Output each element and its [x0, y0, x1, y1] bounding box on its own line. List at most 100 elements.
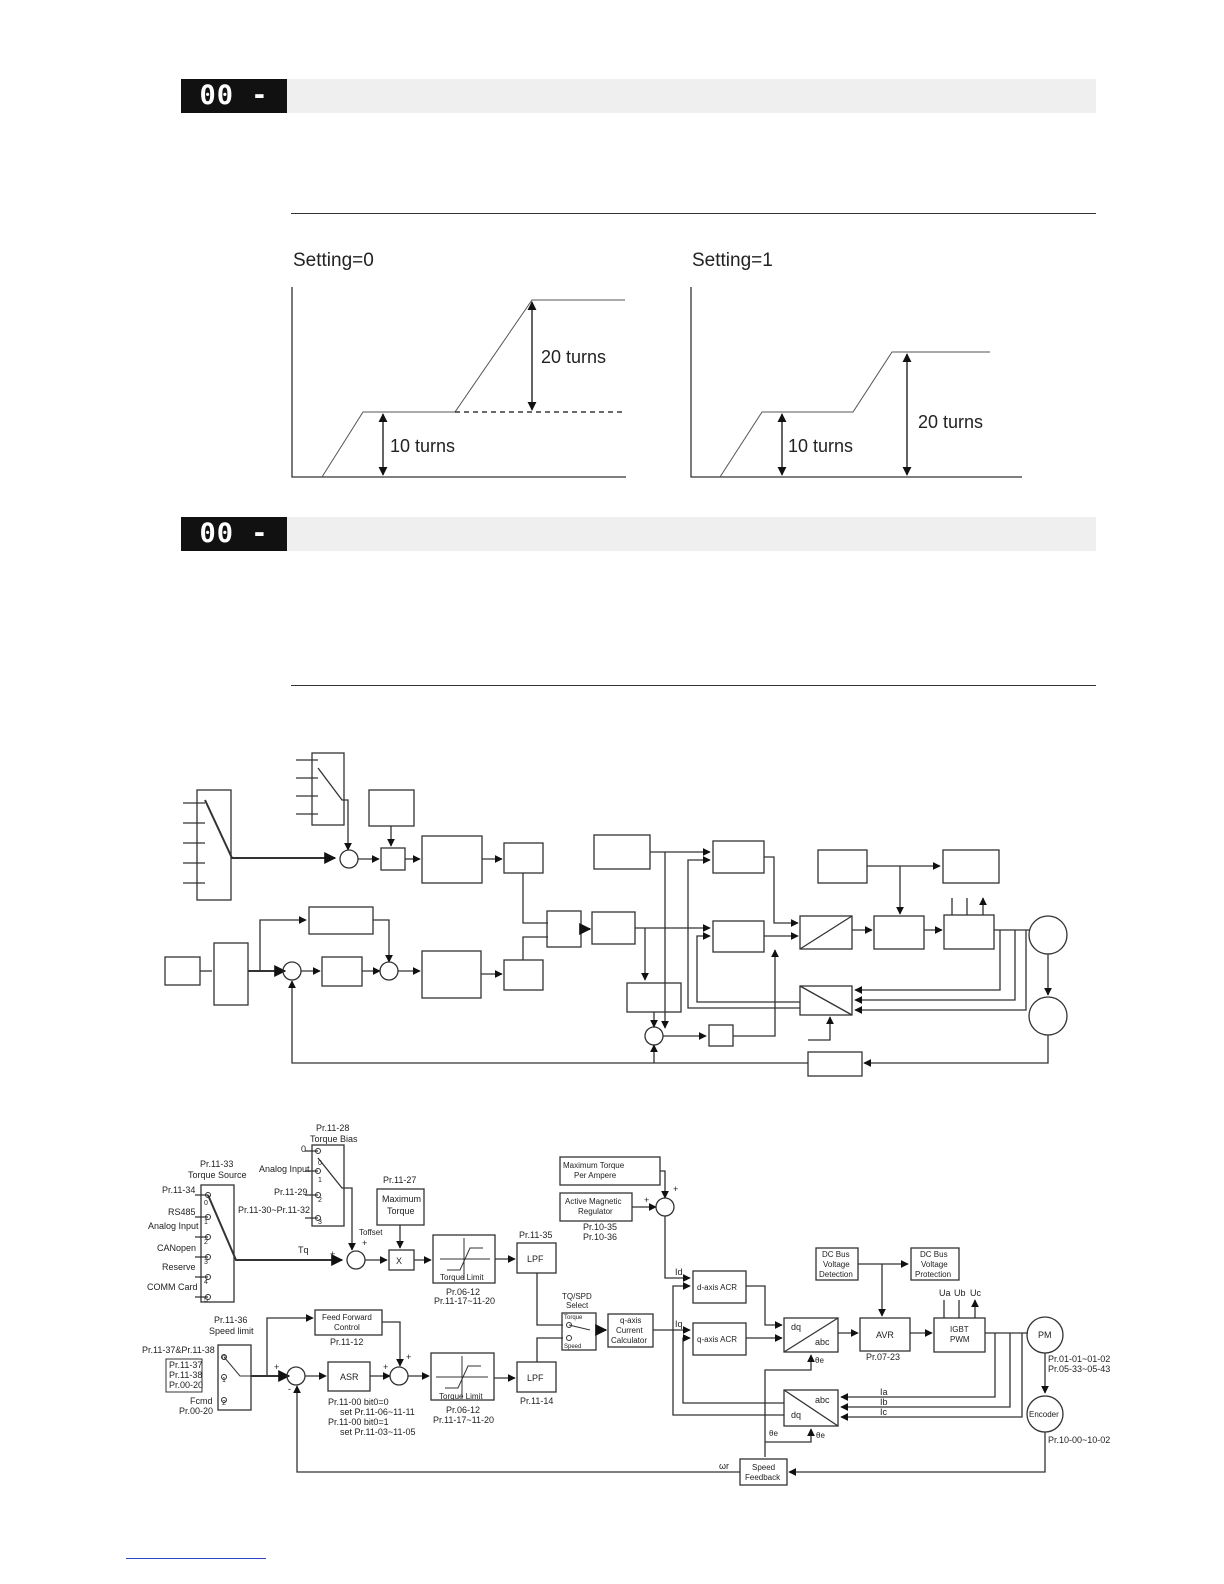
- control-diagram-labeled: Pr.11-28 Torque Bias 0 Analog Input Pr.1…: [142, 1123, 1110, 1486]
- label-d-acr: d-axis ACR: [697, 1283, 737, 1292]
- label-torque-limit-2: Torque Limit: [439, 1392, 483, 1401]
- label-plus: +: [406, 1352, 411, 1362]
- pos-label: 2: [204, 1239, 208, 1246]
- label-dc-protection: Protection: [915, 1270, 951, 1279]
- label-plus: +: [362, 1238, 367, 1248]
- label-asr-note: Pr.11-00 bit0=0: [328, 1397, 389, 1407]
- label-dc-detection: Voltage: [823, 1260, 850, 1269]
- switch-contacts: [205, 1148, 591, 1403]
- label-pr-06-12b: Pr.06-12: [446, 1405, 480, 1415]
- label-pr-11-17-20: Pr.11-17~11-20: [434, 1296, 495, 1306]
- speed-limit-box: [165, 1358, 203, 1393]
- label-torque-small: Torque: [564, 1315, 583, 1321]
- label-lpf-2: LPF: [527, 1373, 544, 1383]
- label-pr-00-20: Pr.00-20: [169, 1380, 203, 1390]
- label-analog-input: Analog Input: [259, 1164, 310, 1174]
- label-pr-10-35: Pr.10-35: [583, 1222, 617, 1232]
- label-theta-e: θe: [815, 1356, 824, 1365]
- param-code-00-12: 00 - 12: [181, 79, 287, 145]
- label-comm-card: COMM Card: [147, 1282, 198, 1292]
- pos-label: 1: [222, 1377, 226, 1384]
- pos-label: 2: [318, 1197, 322, 1204]
- pos-label: 5: [204, 1297, 208, 1304]
- label-q-calc: q-axis: [620, 1316, 641, 1325]
- label-speed-limit: Speed limit: [209, 1326, 254, 1336]
- label-id: Id: [675, 1267, 683, 1277]
- label-torque-bias-pr: Pr.11-28: [316, 1123, 349, 1133]
- graph-setting-1: 10 turns 20 turns: [690, 287, 1022, 478]
- label-plus: +: [383, 1362, 388, 1372]
- divider: [291, 213, 1096, 214]
- label-torque-bias: Torque Bias: [310, 1134, 358, 1144]
- label-dc-detection: DC Bus: [822, 1250, 850, 1259]
- turns-label: 20 turns: [541, 347, 606, 367]
- graph-setting-0: 10 turns 20 turns: [291, 287, 626, 478]
- label-ua: Ua: [939, 1288, 951, 1298]
- divider: [291, 685, 1096, 686]
- label-pm: PM: [1038, 1330, 1052, 1340]
- turns-label: 20 turns: [918, 412, 983, 432]
- label-uc: Uc: [970, 1288, 981, 1298]
- label-toffset: Toffset: [359, 1228, 383, 1237]
- pos-label: 3: [318, 1219, 322, 1226]
- label-max-torque: Maximum: [382, 1194, 421, 1204]
- label-mtpa: Per Ampere: [574, 1171, 617, 1180]
- turns-label: 10 turns: [390, 436, 455, 456]
- setting0-label: Setting=0: [293, 250, 374, 271]
- label-asr: ASR: [340, 1372, 359, 1382]
- pos-label: 2: [222, 1400, 226, 1407]
- label-pr-11-37: Pr.11-37: [169, 1360, 202, 1370]
- label-theta-e: θe: [769, 1429, 778, 1438]
- label-q-calc: Current: [616, 1326, 643, 1335]
- label-plus: +: [673, 1184, 678, 1194]
- label-asr-note: set Pr.11-06~11-11: [340, 1407, 415, 1417]
- label-torque-limit: Torque Limit: [440, 1273, 484, 1282]
- label-ia: Ia: [880, 1387, 888, 1397]
- label-tq: Tq: [298, 1245, 309, 1255]
- label-abc: abc: [815, 1337, 830, 1347]
- label-pr-11-12: Pr.11-12: [330, 1337, 363, 1347]
- label-plus: +: [644, 1195, 649, 1205]
- label-speed-limit-pr: Pr.11-36: [214, 1315, 247, 1325]
- label-igbt: PWM: [950, 1335, 970, 1344]
- label-omega: ωr: [719, 1461, 729, 1471]
- label-amr: Regulator: [578, 1207, 613, 1216]
- label-pr-10-36: Pr.10-36: [583, 1232, 617, 1242]
- label-ic: Ic: [880, 1407, 888, 1417]
- label-zero: 0: [301, 1144, 306, 1154]
- pos-label: 0: [222, 1355, 226, 1362]
- label-reserve: Reserve: [162, 1262, 196, 1272]
- label-dq-2: dq: [791, 1410, 801, 1420]
- label-encoder: Encoder: [1029, 1410, 1059, 1419]
- label-abc-2: abc: [815, 1395, 830, 1405]
- label-pr-11-14: Pr.11-14: [520, 1396, 553, 1406]
- param-header-00-12: 00 - 12: [181, 79, 1096, 145]
- label-pr-01-01: Pr.01-01~01-02: [1048, 1354, 1110, 1364]
- pos-label: 0: [204, 1200, 208, 1207]
- label-lpf: LPF: [527, 1254, 544, 1264]
- control-diagram-unlabeled: [164, 752, 1068, 1077]
- turns-label: 10 turns: [788, 436, 853, 456]
- label-iq: Iq: [675, 1319, 683, 1329]
- label-canopen: CANopen: [157, 1243, 196, 1253]
- setting1-label: Setting=1: [692, 250, 773, 271]
- label-minus: -: [288, 1384, 291, 1394]
- label-dq: dq: [791, 1322, 801, 1332]
- label-torque-source-pr: Pr.11-33: [200, 1159, 233, 1169]
- pos-label: 1: [204, 1219, 208, 1226]
- label-avr: AVR: [876, 1330, 894, 1340]
- label-speed-feedback: Speed: [752, 1463, 775, 1472]
- label-ib: Ib: [880, 1397, 888, 1407]
- label-q-calc: Calculator: [611, 1336, 647, 1345]
- label-tqspd: Select: [566, 1301, 589, 1310]
- diagram-labels: Pr.11-28 Torque Bias 0 Analog Input Pr.1…: [142, 1123, 1110, 1482]
- label-pr-07-23: Pr.07-23: [866, 1352, 900, 1362]
- label-tqspd: TQ/SPD: [562, 1292, 592, 1301]
- label-plus: +: [274, 1362, 279, 1372]
- label-plus: +: [330, 1249, 335, 1259]
- label-q-acr: q-axis ACR: [697, 1335, 737, 1344]
- label-feed-forward: Feed Forward: [322, 1313, 372, 1322]
- label-ub: Ub: [954, 1288, 966, 1298]
- label-multiply: X: [396, 1256, 402, 1266]
- label-speed-feedback: Feedback: [745, 1473, 781, 1482]
